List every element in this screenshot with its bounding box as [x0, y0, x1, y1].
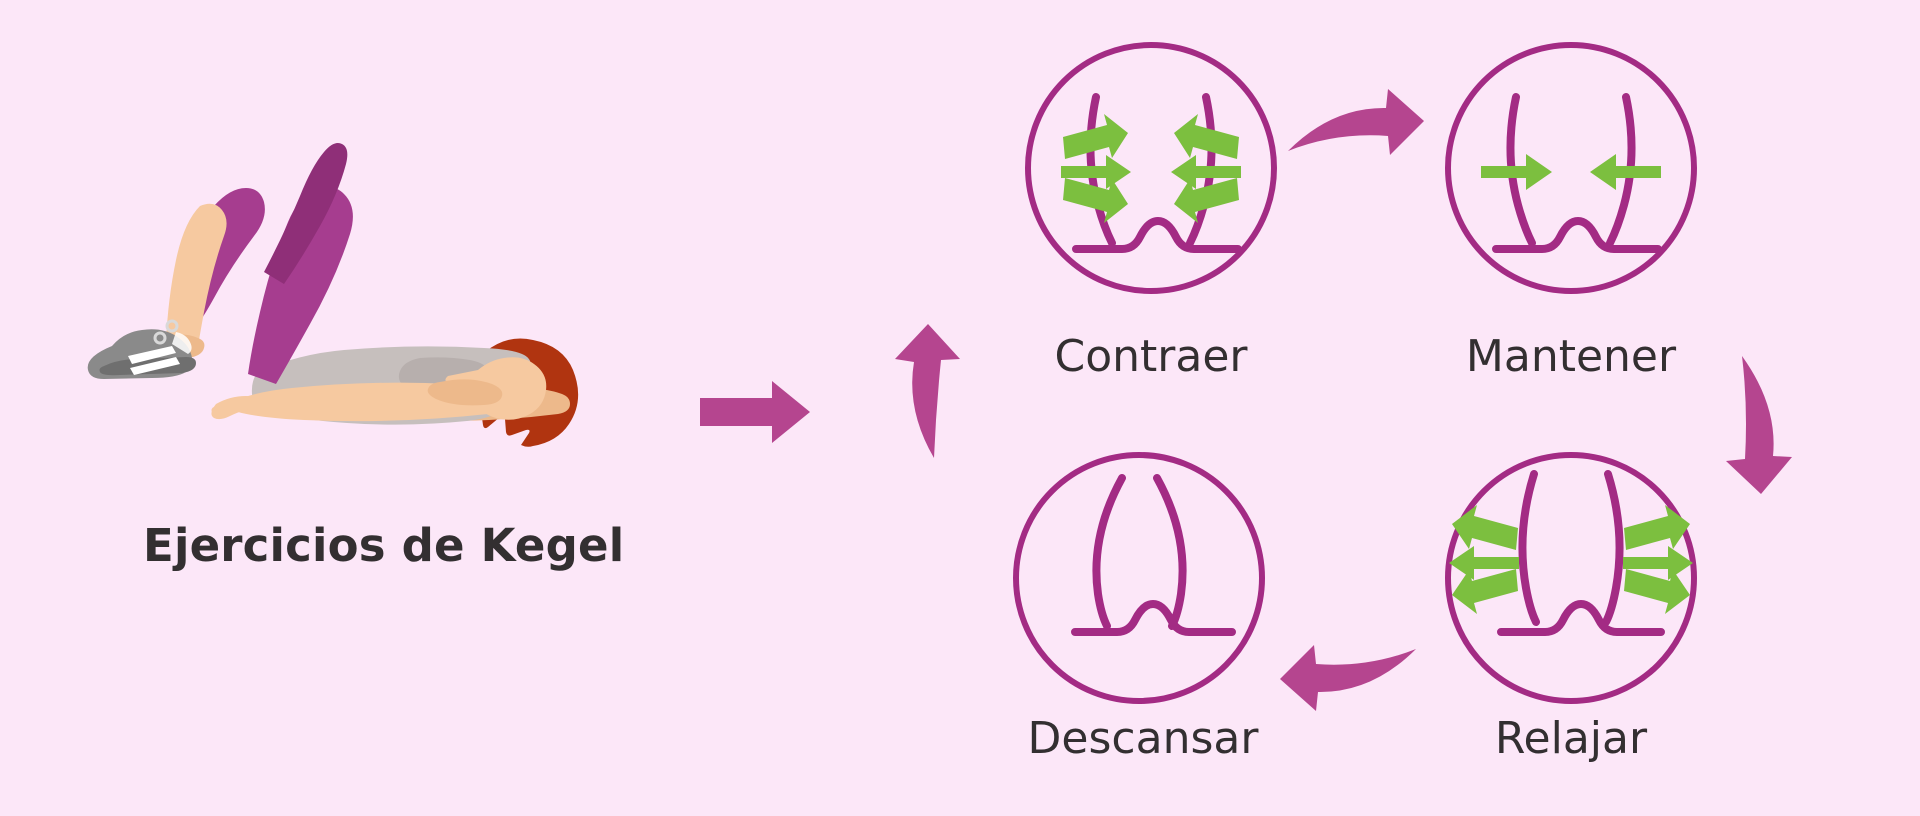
pelvic-floor-rest-icon: [1071, 474, 1236, 636]
hold-arrow-right: [1590, 154, 1661, 190]
flow-arrow-top: [1288, 89, 1424, 155]
flow-arrow-right: [1726, 356, 1792, 494]
arrow-outward: [1623, 546, 1693, 580]
shoe-toe-highlight: [172, 332, 192, 354]
floor-base: [1071, 599, 1236, 636]
arrow-inward: [1590, 154, 1661, 190]
floor-base: [1492, 216, 1662, 253]
contract-arrows-left: [1061, 114, 1131, 223]
arrow-outward: [1452, 569, 1518, 614]
flow-arrow-left: [895, 324, 960, 458]
muscle-left: [1092, 474, 1126, 630]
floor-base: [1497, 599, 1665, 636]
circle-outline: [1445, 452, 1697, 704]
shoe-lace-hole: [153, 331, 167, 345]
arrow-inward: [1063, 178, 1128, 223]
release-arrows-right: [1623, 505, 1693, 614]
hand: [211, 396, 256, 420]
arrow-inward: [1174, 178, 1239, 223]
hold-arrow-left: [1481, 154, 1552, 190]
face-profile: [502, 357, 534, 382]
muscle-left: [1518, 470, 1540, 626]
arrow-inward: [1063, 114, 1128, 159]
shoe-lace-hole: [165, 319, 179, 333]
shoulder: [427, 379, 503, 406]
muscle-right: [1153, 474, 1187, 630]
arrow-outward: [1624, 569, 1690, 614]
pelvic-floor-hold-icon: [1492, 93, 1662, 253]
pelvic-floor-release-icon: [1497, 470, 1665, 636]
shoe-stripe-1: [128, 346, 176, 364]
contract-arrows-right: [1171, 114, 1241, 223]
muscle-left: [1506, 93, 1536, 247]
leggings-shade: [264, 143, 348, 284]
floor-base: [1072, 216, 1242, 253]
woman-figure: [87, 143, 579, 447]
shoe-stripe-2: [130, 357, 180, 375]
step-label-descansar: Descansar: [1027, 713, 1259, 764]
leggings: [248, 186, 353, 384]
circle-outline: [1025, 42, 1277, 294]
release-arrows-left: [1449, 505, 1519, 614]
flow-arrow-bottom: [1280, 645, 1416, 711]
step-label-contraer: Contraer: [1054, 331, 1248, 382]
circle-outline: [1013, 452, 1265, 704]
arrow-outward: [1452, 505, 1518, 550]
lower-leg: [166, 203, 227, 346]
arrow-outward: [1624, 505, 1690, 550]
circle-outline: [1445, 42, 1697, 294]
muscle-right: [1602, 470, 1624, 626]
step-label-mantener: Mantener: [1465, 331, 1677, 382]
muscle-right: [1606, 93, 1636, 247]
arrow-outward: [1449, 546, 1519, 580]
step-label-relajar: Relajar: [1494, 713, 1648, 764]
page-title: Ejercicios de Kegel: [143, 519, 625, 572]
arrow-inward: [1174, 114, 1239, 159]
arrow-right: [700, 381, 810, 443]
arrow-inward: [1481, 154, 1552, 190]
arrow-inward: [1171, 155, 1241, 189]
arrow-inward: [1061, 155, 1131, 189]
